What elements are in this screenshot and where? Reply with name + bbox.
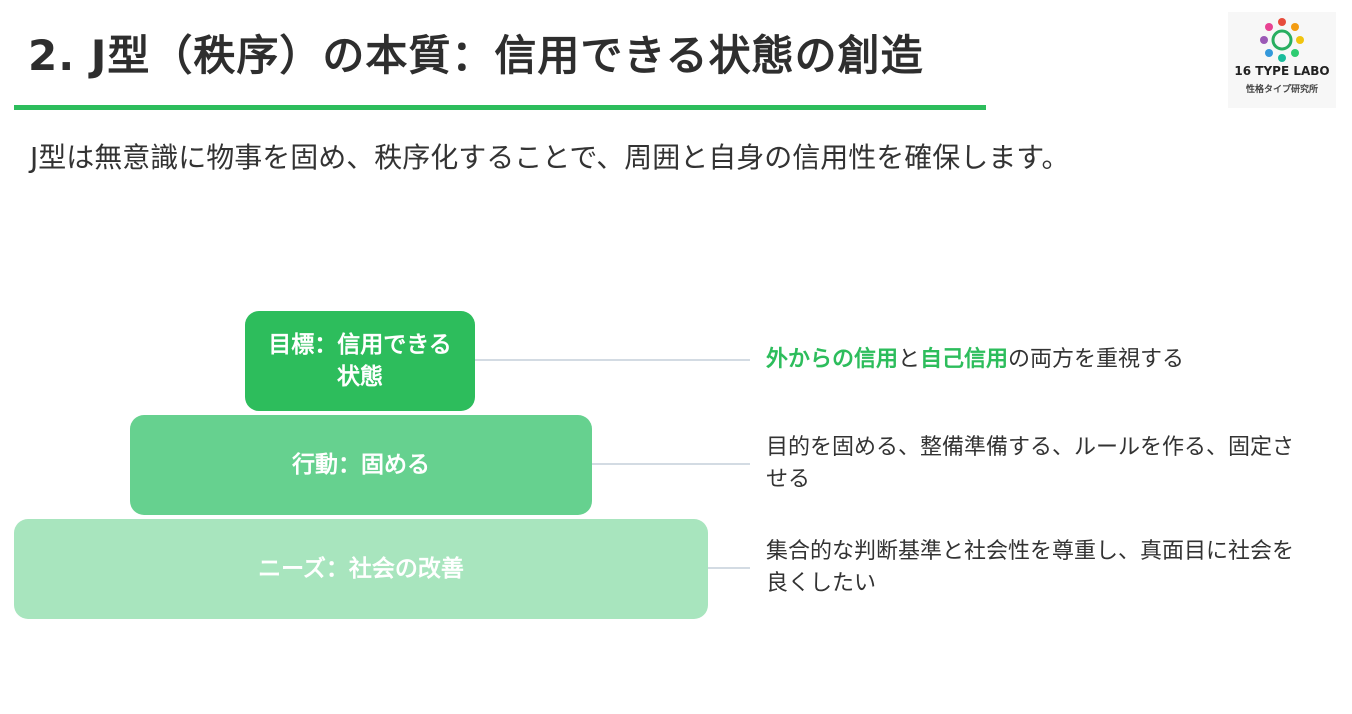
connector-line-goal: [475, 359, 750, 361]
connector-line-action: [592, 463, 750, 465]
goal-desc-end: の両方を重視する: [1008, 347, 1185, 372]
pyramid-tier-action: 行動：固める: [130, 415, 592, 515]
title-underline: [14, 105, 986, 110]
tier-action-label: 行動：固める: [292, 452, 430, 478]
pyramid-tier-needs: ニーズ：社会の改善: [14, 519, 708, 619]
goal-description: 外からの信用と自己信用の両方を重視する: [766, 344, 1184, 376]
action-description: 目的を固める、整備準備する、ルールを作る、固定させる: [766, 435, 1295, 492]
goal-highlight-self-trust: 自己信用: [920, 347, 1009, 372]
slide-title: 2. J型（秩序）の本質：信用できる状態の創造: [28, 31, 924, 80]
logo-subtitle: 性格タイプ研究所: [1245, 85, 1318, 95]
connector-line-needs: [708, 567, 750, 569]
logo: 16 TYPE LABO 性格タイプ研究所: [1228, 12, 1336, 108]
pyramid-tier-goal: 目標：信用できる状態: [245, 311, 475, 411]
goal-highlight-external-trust: 外からの信用: [766, 347, 899, 372]
goal-desc-connector: と: [898, 347, 921, 372]
needs-description: 集合的な判断基準と社会性を尊重し、真面目に社会を良くしたい: [766, 539, 1295, 596]
logo-name: 16 TYPE LABO: [1234, 64, 1330, 78]
tier-needs-label: ニーズ：社会の改善: [258, 556, 464, 582]
slide-subtitle: J型は無意識に物事を固め、秩序化することで、周囲と自身の信用性を確保します。: [30, 141, 1070, 174]
tier-goal-label: 目標：信用できる状態: [268, 332, 452, 390]
people-circle-logo-icon: [1260, 18, 1304, 62]
